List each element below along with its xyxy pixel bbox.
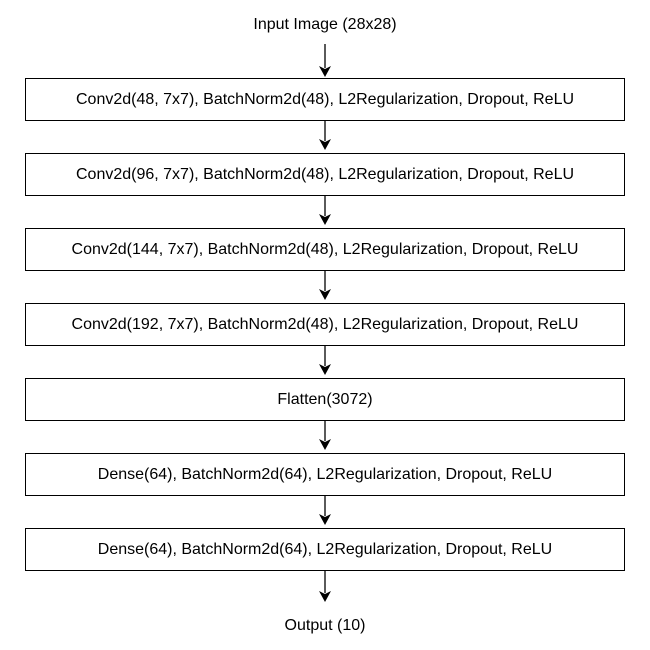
layer-box-conv3: Conv2d(144, 7x7), BatchNorm2d(48), L2Reg…: [25, 228, 625, 271]
flow-arrow: [316, 346, 334, 376]
flow-arrow: [316, 421, 334, 451]
input-label: Input Image (28x28): [253, 16, 397, 33]
flow-arrow: [316, 271, 334, 301]
flow-arrow: [316, 571, 334, 603]
flow-arrow: [316, 196, 334, 226]
layer-box-conv1: Conv2d(48, 7x7), BatchNorm2d(48), L2Regu…: [25, 78, 625, 121]
flow-arrow: [316, 496, 334, 526]
layer-box-conv2: Conv2d(96, 7x7), BatchNorm2d(48), L2Regu…: [25, 153, 625, 196]
layer-box-dense2: Dense(64), BatchNorm2d(64), L2Regulariza…: [25, 528, 625, 571]
layer-box-conv4: Conv2d(192, 7x7), BatchNorm2d(48), L2Reg…: [25, 303, 625, 346]
output-label: Output (10): [284, 617, 366, 634]
flow-arrow: [316, 44, 334, 78]
layer-box-flatten: Flatten(3072): [25, 378, 625, 421]
layer-box-dense1: Dense(64), BatchNorm2d(64), L2Regulariza…: [25, 453, 625, 496]
flow-arrow: [316, 121, 334, 151]
